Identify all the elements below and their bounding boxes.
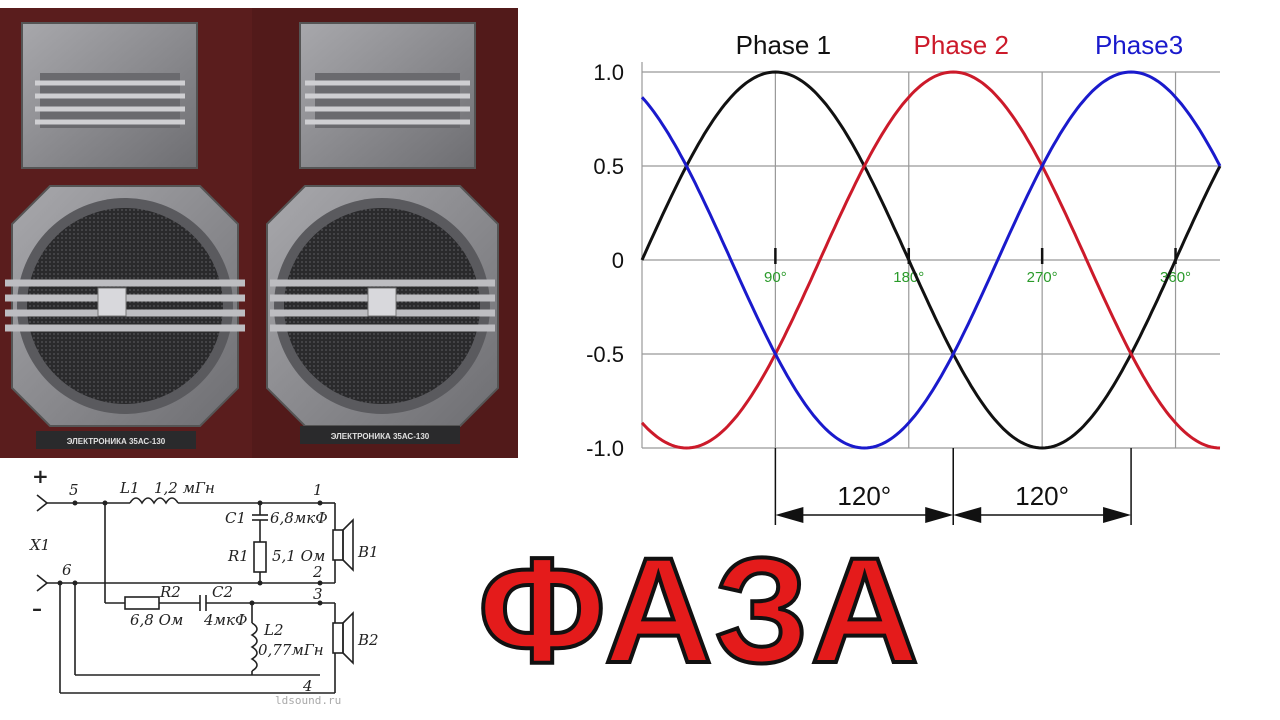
y-tick-label: 0: [612, 248, 624, 273]
l2-value: 0,77мГн: [258, 641, 324, 659]
series-line-3: [640, 70, 1222, 450]
node5-label: 5: [69, 481, 79, 499]
annotation-arrowhead-right: [1103, 507, 1132, 523]
l1-value: 1,2 мГн: [154, 479, 215, 497]
watermark: ldsound.ru: [275, 694, 342, 707]
l1-label: L1: [119, 479, 140, 497]
speakers-photo: ЭЛЕКТРОНИКА 35АС-130 ЭЛЕКТРОНИКА 35АС-13…: [0, 8, 518, 458]
c2-label: C2: [212, 583, 233, 601]
r1-value: 5,1 Ом: [272, 547, 325, 565]
x-tick-label: 270°: [1027, 269, 1058, 286]
b2-label: B2: [357, 631, 379, 649]
series-line-2: [640, 70, 1221, 450]
node6-label: 6: [62, 561, 72, 579]
speaker-right: ЭЛЕКТРОНИКА 35АС-130: [252, 8, 518, 458]
phase-chart: 1.0 0.5 0 -0.5 -1.0 90° 180° 270° 360° Phase 1 Pha…: [586, 30, 1222, 525]
legend-label-1: Phase 1: [736, 30, 831, 60]
x-tick-label: 90°: [764, 269, 787, 286]
speaker-left-label: ЭЛЕКТРОНИКА 35АС-130: [67, 437, 166, 446]
c1-label: C1: [225, 509, 246, 527]
minus-sign: –: [32, 596, 42, 620]
r2-value: 6,8 Ом: [130, 611, 183, 629]
annotation-arrowhead-left: [953, 507, 982, 523]
l2-label: L2: [263, 621, 284, 639]
annotation-label-2: 120°: [1015, 481, 1069, 511]
annotation-arrowhead-left: [775, 507, 804, 523]
x-tick-label: 360°: [1160, 269, 1191, 286]
y-tick-label: -0.5: [586, 342, 624, 367]
series-line-1: [640, 70, 1222, 450]
speaker-left: ЭЛЕКТРОНИКА 35АС-130: [0, 8, 252, 458]
node2-label: 2: [312, 563, 323, 581]
annotation-arrowhead-right: [925, 507, 954, 523]
speaker-right-label: ЭЛЕКТРОНИКА 35АС-130: [331, 432, 430, 441]
r1-label: R1: [227, 547, 249, 565]
annotation-label-1: 120°: [837, 481, 891, 511]
y-tick-label: 1.0: [593, 60, 624, 85]
legend-label-2: Phase 2: [914, 30, 1009, 60]
node4-label: 4: [302, 677, 313, 695]
y-tick-label: -1.0: [586, 436, 624, 461]
x1-label: X1: [29, 536, 50, 554]
y-tick-label: 0.5: [593, 154, 624, 179]
node1-label: 1: [313, 481, 323, 499]
x-tick-label: 180°: [893, 269, 924, 286]
r2-label: R2: [159, 583, 181, 601]
plus-sign: +: [32, 465, 49, 488]
legend-label-3: Phase3: [1095, 30, 1183, 60]
c2-value: 4мкФ: [203, 611, 247, 629]
b1-label: B1: [357, 543, 379, 561]
crossover-circuit: + – X1 5 6 1 2 3 4 L1 1,2 мГн C1 6,8мкФ …: [29, 465, 379, 695]
node3-label: 3: [313, 585, 323, 603]
title-word: ФАЗА: [476, 524, 921, 696]
c1-value: 6,8мкФ: [270, 509, 328, 527]
